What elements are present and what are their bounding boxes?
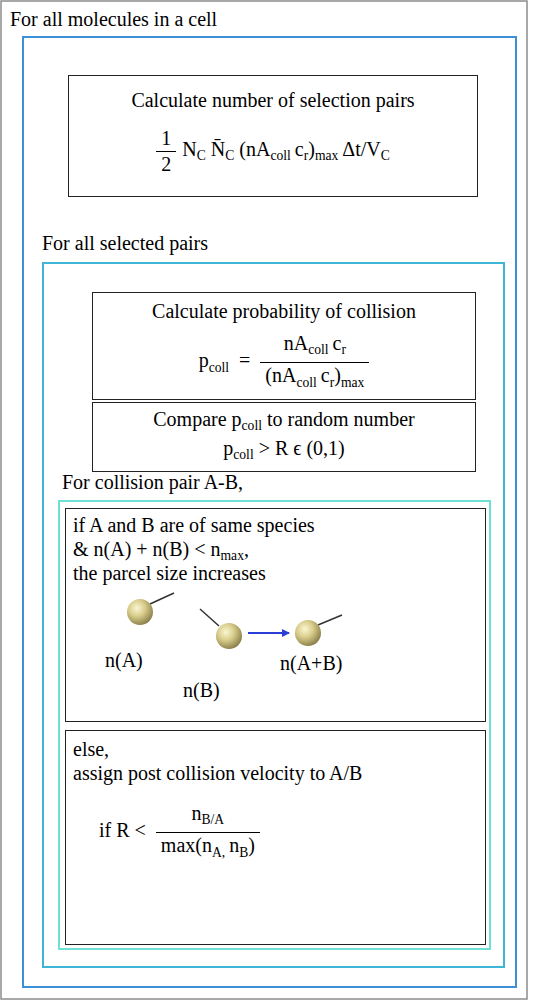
denominator: max(nA, nB) (156, 833, 260, 863)
text-line: assign post collision velocity to A/B (73, 762, 362, 785)
box-text: (nA (265, 364, 296, 386)
box-text: c (295, 138, 304, 160)
subscript: A, (212, 845, 225, 860)
box-text: if A and B are of same species (73, 514, 315, 536)
box-text: n(A) (105, 649, 143, 671)
subscript: C (225, 148, 234, 163)
process-box: else,assign post collision velocity to A… (65, 730, 486, 945)
box-text: For all molecules in a cell (10, 8, 217, 30)
box-text: if R < (99, 819, 146, 841)
subscript: B (239, 845, 248, 860)
loop-heading: For all selected pairs (42, 232, 208, 255)
box-text: n(A+B) (280, 652, 342, 674)
subscript: max (341, 375, 364, 390)
box-text: c (333, 332, 342, 354)
box-text: assign post collision velocity to A/B (73, 762, 362, 784)
loop-heading: For all molecules in a cell (10, 8, 217, 31)
box-text: the parcel size increases (73, 562, 266, 584)
text-line: Compare pcoll to random number (153, 408, 414, 437)
box-text: 2 (161, 153, 171, 175)
box-text: to random number (267, 408, 415, 430)
process-box: Calculate number of selection pairs12NCN… (68, 75, 478, 197)
box-text: else, (73, 738, 109, 760)
subscript: max (221, 548, 244, 563)
numerator: nB/A (156, 802, 260, 833)
box-text: Calculate number of selection pairs (131, 89, 414, 111)
box-text: ) (334, 364, 341, 386)
text-line: the parcel size increases (73, 562, 266, 585)
box-text: max(n (161, 834, 212, 856)
loop-frame: For all selected pairsCalculate probabil… (42, 262, 505, 968)
box-text: c (321, 364, 330, 386)
subscript: r (341, 342, 346, 357)
loop-heading: For collision pair A-B, (62, 471, 243, 494)
process-box: Calculate probability of collisionpcoll=… (92, 292, 476, 400)
subscript: coll (242, 418, 262, 433)
box-text: For all selected pairs (42, 232, 208, 254)
box-text: > R ϵ (0,1) (259, 437, 345, 459)
text-line: pcoll > R ϵ (0,1) (223, 437, 344, 466)
box-text: Compare (153, 408, 226, 430)
subscript: B/A (202, 812, 225, 827)
subscript: max (315, 148, 338, 163)
text-line: if R <nB/Amax(nA,nB) (99, 802, 260, 864)
subscript: coll (308, 342, 328, 357)
box-text: Calculate probability of collision (152, 300, 416, 322)
subscript: coll (296, 375, 316, 390)
box-text: p (223, 437, 233, 459)
subscript: r (330, 375, 335, 390)
text-line: n(A+B) (280, 652, 342, 675)
box-text: 1 (161, 127, 171, 149)
box-text: n(B) (183, 679, 220, 701)
box-text: (nA (239, 138, 270, 160)
subscript: C (197, 148, 206, 163)
box-text: n (192, 802, 202, 824)
denominator: (nAcollcr)max (260, 363, 369, 393)
box-text: , (244, 538, 249, 560)
text-line: pcoll=nAcollcr(nAcollcr)max (199, 332, 370, 394)
text-line: Calculate number of selection pairs (131, 89, 414, 112)
subscript: r (304, 148, 309, 163)
box-text: p (232, 408, 242, 430)
loop-frame: For all molecules in a cellCalculate num… (22, 36, 517, 988)
parcel-merge-illustration (127, 593, 342, 649)
fraction: nAcollcr(nAcollcr)max (260, 332, 369, 394)
box-text: & n(A) + n(B) < n (73, 538, 221, 560)
box-text: N̄ (211, 138, 225, 160)
denominator: 2 (156, 152, 176, 176)
box-text: For collision pair A-B, (62, 471, 243, 493)
text-line: n(A) (105, 649, 143, 672)
subscript: coll (209, 360, 229, 375)
box-text: ) (308, 138, 315, 160)
numerator: nAcollcr (260, 332, 369, 363)
box-text: N (182, 138, 196, 160)
process-box: Comparepcollto random numberpcoll> R ϵ (… (92, 402, 476, 472)
box-text: Δt/V (342, 138, 380, 160)
box-text: n (229, 834, 239, 856)
loop-frame: For collision pair A-B,if A and B are of… (58, 500, 491, 950)
text-line: 12NCN̄C(nAcollcr)maxΔt/VC (156, 127, 390, 176)
text-line: Calculate probability of collision (152, 300, 416, 323)
fraction: nB/Amax(nA,nB) (156, 802, 260, 864)
numerator: 1 (156, 127, 176, 152)
text-line: if A and B are of same species (73, 514, 315, 537)
fraction: 12 (156, 127, 176, 176)
text-line: n(B) (183, 679, 220, 702)
box-text: ) (248, 834, 255, 856)
box-text: p (199, 349, 209, 371)
text-line: else, (73, 738, 109, 761)
process-box: if A and B are of same species& n(A) + n… (65, 508, 486, 722)
subscript: C (381, 148, 390, 163)
subscript: coll (233, 447, 253, 462)
box-text: nA (284, 332, 308, 354)
subscript: coll (270, 148, 290, 163)
box-text: = (239, 349, 250, 371)
